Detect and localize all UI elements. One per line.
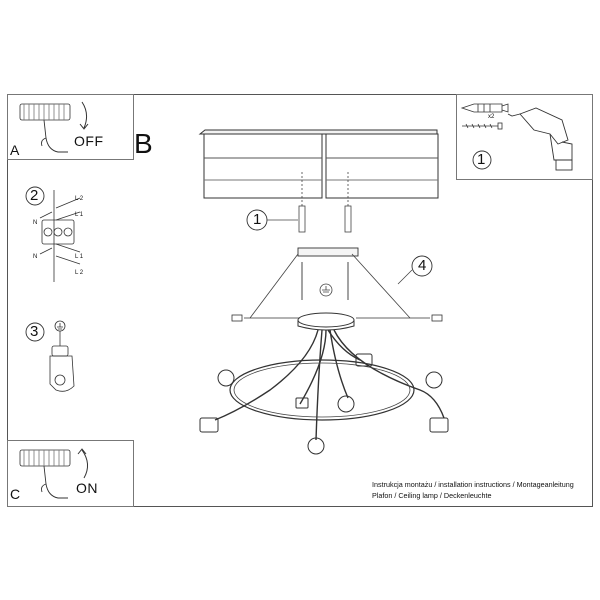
- diagram-frame: [7, 94, 593, 507]
- tools-illustration: [460, 103, 573, 171]
- tools-callout-circle: [472, 150, 492, 170]
- panel-b-letter: B: [134, 128, 153, 159]
- mounting-bracket: [297, 247, 359, 300]
- ground-symbol-icon: [319, 283, 333, 297]
- terminal-l2-top: L 2: [75, 196, 84, 202]
- switch-off-illustration: [19, 101, 89, 153]
- fuse-block: [19, 103, 71, 121]
- step-2-number: 2: [30, 187, 39, 204]
- terminal-l1-bottom: L 1: [75, 254, 84, 260]
- tools-quantity: x2: [488, 114, 495, 120]
- fuse-block: [19, 449, 71, 467]
- terminal-n-bottom: N: [33, 254, 38, 260]
- dowel-icon: [460, 103, 509, 113]
- terminal-n-top: N: [33, 220, 38, 226]
- callout-4-circle: [411, 255, 433, 277]
- side-screws: [231, 314, 443, 322]
- terminal-block-illustration: [39, 190, 81, 282]
- mounting-dowels: [298, 172, 352, 233]
- step-3-number: 3: [30, 323, 39, 340]
- bulb-sockets: [199, 353, 449, 455]
- footer-caption-line-2: Plafon / Ceiling lamp / Deckenleuchte: [372, 491, 492, 500]
- step-3-circle: [25, 322, 45, 342]
- down-arrow-icon: [79, 101, 89, 130]
- footer-caption-line-1: Instrukcja montażu / installation instru…: [372, 480, 574, 489]
- tools-panel: [456, 94, 593, 180]
- hand-icon: [41, 465, 68, 499]
- panel-a-state: OFF: [74, 133, 104, 149]
- panel-c: [7, 440, 134, 507]
- canopy-cone: [249, 253, 411, 319]
- canopy-disc: [297, 312, 355, 328]
- up-arrow-icon: [77, 448, 88, 479]
- callout-1-number: 1: [253, 211, 262, 228]
- panel-c-state: ON: [76, 480, 98, 496]
- drill-icon: [507, 107, 573, 171]
- tools-callout-number: 1: [477, 151, 486, 168]
- lamp-arms: [214, 329, 445, 441]
- decorative-ring: [229, 359, 415, 421]
- panel-a: [7, 94, 134, 160]
- panel-c-letter: C: [10, 486, 21, 502]
- ceiling-panels: [198, 129, 439, 199]
- screw-icon: [462, 122, 503, 130]
- terminal-l2-bottom: L 2: [75, 270, 84, 276]
- switch-on-illustration: [19, 448, 88, 499]
- panel-a-letter: A: [10, 142, 20, 158]
- hand-icon: [41, 119, 68, 153]
- ground-illustration: [49, 320, 75, 392]
- step-2-circle: [25, 186, 45, 206]
- terminal-l1-top: L 1: [75, 212, 84, 218]
- callout-4-number: 4: [418, 257, 427, 274]
